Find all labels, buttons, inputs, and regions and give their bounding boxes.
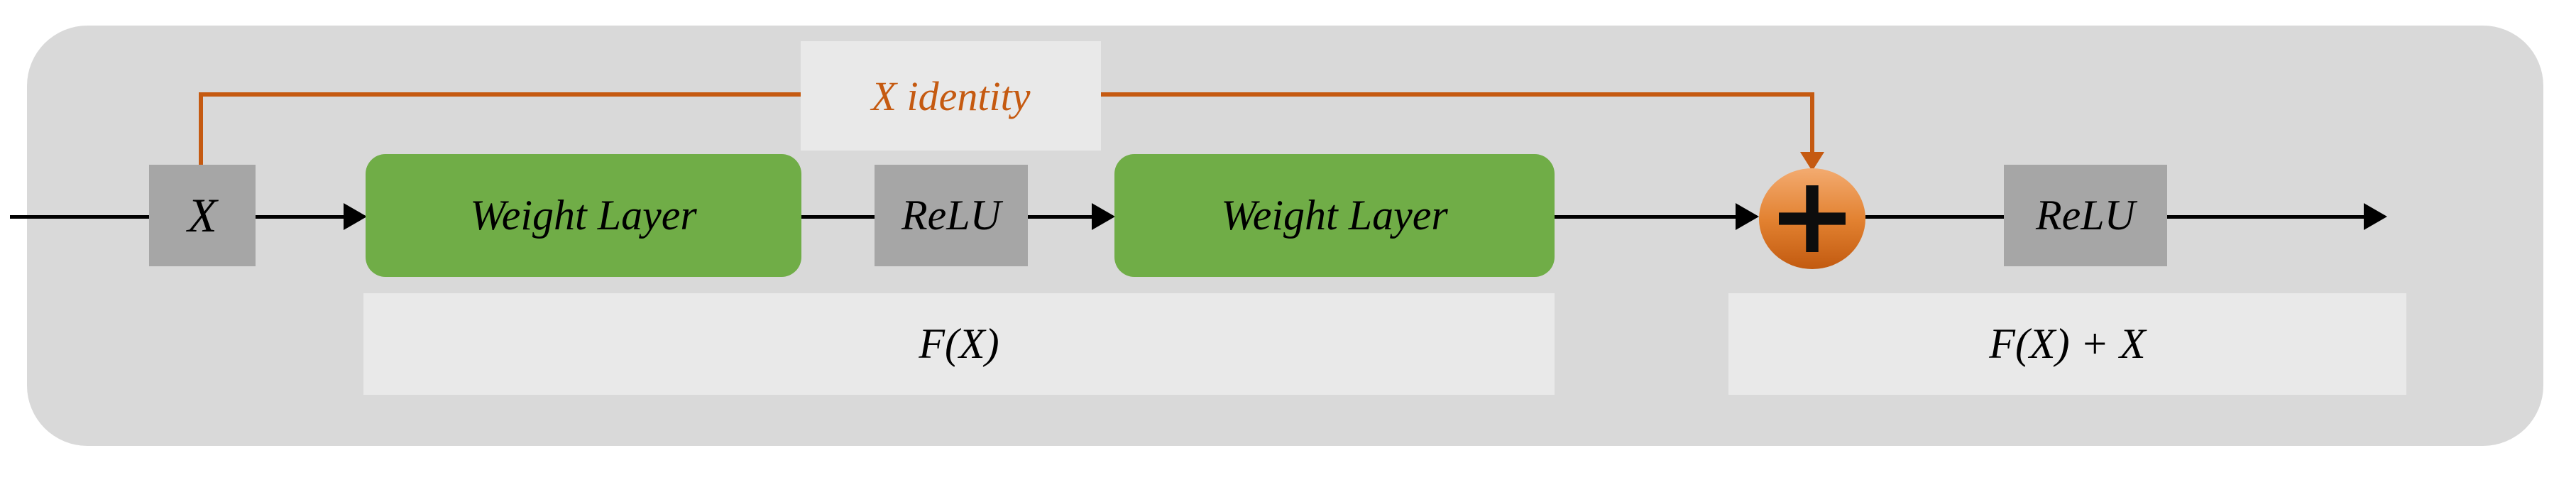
arrowhead-wl2-icon — [1092, 203, 1115, 230]
weight-layer-1-label: Weight Layer — [470, 192, 697, 239]
line-wl2-to-sum — [1555, 215, 1736, 219]
residual-caption: F(X) — [919, 320, 999, 367]
line-relu1-to-wl2 — [1028, 215, 1093, 219]
arrowhead-wl1-icon — [344, 203, 367, 230]
skip-label: X identity — [871, 72, 1031, 119]
skip-line-right-vertical — [1810, 94, 1814, 153]
arrowhead-sum-icon — [1736, 203, 1759, 230]
relu-1-box: ReLU — [875, 165, 1028, 266]
arrowhead-output-icon — [2364, 203, 2387, 230]
residual-caption-bar: F(X) — [363, 293, 1555, 395]
output-caption-bar: F(X) + X — [1728, 293, 2406, 395]
weight-layer-2-label: Weight Layer — [1221, 192, 1448, 239]
output-line — [2167, 215, 2364, 219]
skip-line-left-vertical — [199, 94, 203, 165]
weight-layer-1-box: Weight Layer — [366, 154, 801, 277]
relu-1-label: ReLU — [901, 192, 1001, 239]
input-box: X — [149, 165, 256, 266]
skip-arrowhead-icon — [1800, 152, 1824, 171]
relu-2-label: ReLU — [2036, 192, 2135, 239]
line-sum-to-relu2 — [1865, 215, 2004, 219]
line-input-to-wl1 — [256, 215, 346, 219]
relu-2-box: ReLU — [2004, 165, 2167, 266]
output-caption: F(X) + X — [1989, 320, 2146, 367]
weight-layer-2-box: Weight Layer — [1114, 154, 1555, 277]
line-wl1-to-relu1 — [801, 215, 875, 219]
input-label: X — [187, 188, 217, 242]
sum-node: + — [1759, 163, 1865, 269]
skip-label-box: X identity — [801, 41, 1101, 151]
input-line — [10, 215, 149, 219]
